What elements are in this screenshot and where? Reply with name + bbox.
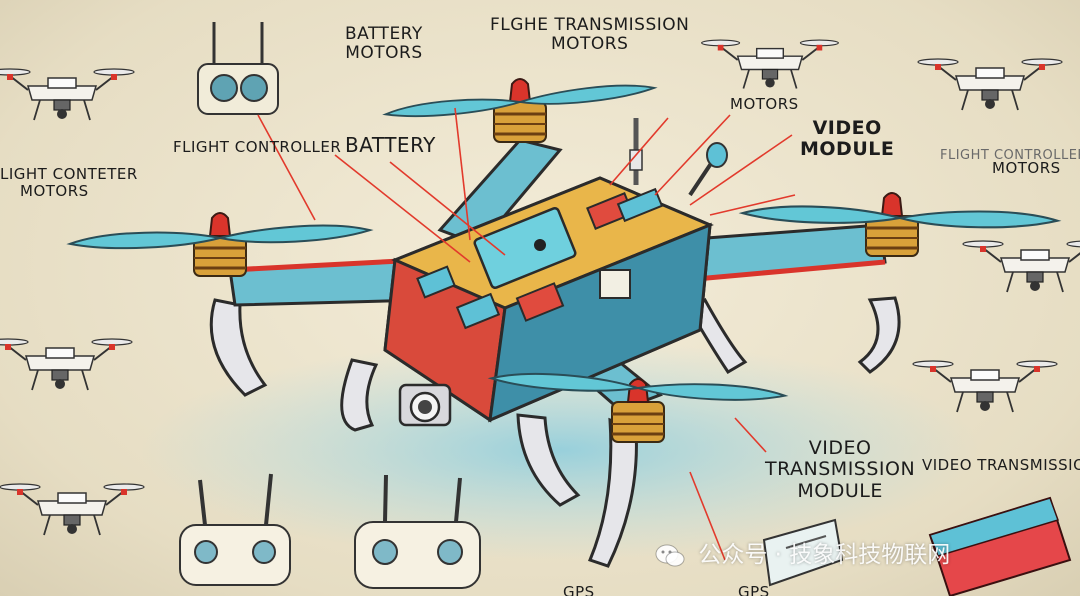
label-vtm-line3: MODULE [797,479,883,502]
remote-controller-left [179,473,291,586]
drone-arms [228,138,887,412]
label-gps-left: GPS [563,583,595,596]
label-flight-transmission-line2: MOTORS [550,34,629,55]
label-video-module-line2: MODULE [800,138,895,161]
motor-rear-right [864,191,920,258]
label-flight-controller: FLIGHT CONTROLLER [173,138,342,156]
label-left-contr-line2: MOTORS [20,181,89,200]
mini-drone-left-3 [0,483,145,536]
watermark-text: 公众号 · 技象科技物联网 [698,542,951,568]
label-flight-transmission-motors: FLGHE TRANSMISSION MOTORS [490,15,690,55]
wechat-icon [655,544,685,566]
label-left-contr-motors: LIGHT CONTETER MOTORS [0,166,138,200]
drone-body [383,118,728,427]
label-video-module-line1: VIDEO [812,117,882,139]
label-flight-transmission-line1: FLGHE TRANSMISSION [490,15,690,35]
mini-drone-left-1 [0,68,135,121]
label-battery: BATTERY [345,133,436,157]
label-video-transmission-module: VIDEO TRANSMISSION MODULE [765,437,916,502]
fpv-goggles [197,22,279,115]
remote-controller-right [354,474,481,589]
battery-pack [928,496,1072,596]
label-right-motors: MOTORS [992,159,1061,177]
mini-drone-top-1 [700,39,840,90]
drone-legs [209,296,901,568]
motor-rear-left [492,77,548,144]
label-vtm-line1: VIDEO [808,437,872,459]
label-right-flight-controller: FLIGHT CONTROLLER [940,148,1080,163]
leader-lines [257,107,796,561]
label-gps-right: GPS [738,583,770,596]
gps-module [762,518,844,587]
mini-drone-right-2 [962,240,1080,293]
label-battery-motors-line1: BATTERY [345,24,423,44]
label-video-module: VIDEO MODULE [800,117,895,161]
mini-drone-right-1 [917,58,1063,111]
label-battery-motors: BATTERY MOTORS [345,24,423,64]
mini-drone-left-2 [0,338,133,391]
motor-front-left [192,211,248,278]
watermark: 公众号 · 技象科技物联网 [655,535,950,569]
label-left-contr-line1: LIGHT CONTETER [0,165,138,183]
label-vtm-line2: TRANSMISSION [765,458,916,481]
label-motors-top: MOTORS [730,95,799,113]
label-video-transmission: VIDEO TRANSMISSION [922,456,1080,474]
label-battery-motors-line2: MOTORS [345,43,423,64]
